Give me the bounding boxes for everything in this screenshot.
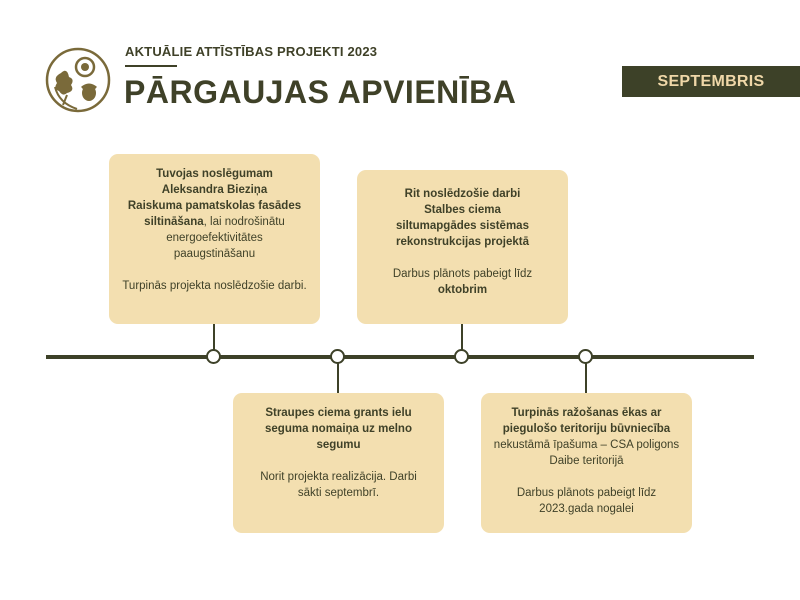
project-card-straupe-roads: Straupes ciema grants ielu seguma nomaiņ… <box>233 393 444 533</box>
card-text: nekustāmā īpašuma – CSA poligons <box>493 439 680 451</box>
card-heading-line: seguma nomaiņa uz melno <box>265 423 412 435</box>
card-status-note: Turpinās projekta noslēdzošie darbi. <box>122 280 307 292</box>
card-status-note: 2023.gada nogalei <box>539 503 634 515</box>
card-heading-line: Raiskuma pamatskolas fasādes <box>127 200 302 212</box>
timeline-node-2 <box>330 349 345 364</box>
page-title: PĀRGAUJAS APVIENĪBA <box>124 74 517 110</box>
timeline-node-3 <box>454 349 469 364</box>
municipality-logo-icon <box>45 47 111 113</box>
card-heading-line: Straupes ciema grants ielu <box>265 407 412 419</box>
card-heading-line: Aleksandra Bieziņa <box>161 184 268 196</box>
card-status-note: sākti septembrī. <box>297 487 380 499</box>
timeline-stem-1 <box>213 322 215 352</box>
card-status-deadline: oktobrim <box>437 284 488 296</box>
card-status-note: Norit projekta realizācija. Darbi <box>260 471 417 483</box>
card-heading-line: siltumapgādes sistēmas <box>396 220 529 232</box>
project-card-raiskums-school: Tuvojas noslēgumam Aleksandra Bieziņa Ra… <box>109 154 320 324</box>
timeline-stem-4 <box>585 362 587 394</box>
page-supertitle: AKTUĀLIE ATTĪSTĪBAS PROJEKTI 2023 <box>125 44 378 59</box>
project-card-stalbe-heating: Rit noslēdzošie darbi Stalbes ciema silt… <box>357 170 568 324</box>
timeline-stem-2 <box>337 362 339 394</box>
card-heading-line: Rit noslēdzošie darbi <box>404 188 521 200</box>
card-heading-line: Stalbes ciema <box>424 204 501 216</box>
card-status-note: Darbus plānots pabeigt līdz <box>392 268 533 280</box>
month-badge: SEPTEMBRIS <box>622 66 800 97</box>
card-status-note: Darbus plānots pabeigt līdz <box>516 487 657 499</box>
card-heading-line: segumu <box>316 439 361 451</box>
card-heading-line: siltināšana <box>144 216 204 228</box>
card-heading-line: rekonstrukcijas projektā <box>396 236 529 248</box>
title-underline <box>125 65 177 67</box>
card-heading-line: piegulošo teritoriju būvniecība <box>502 423 671 435</box>
timeline-axis <box>46 355 754 359</box>
card-text: Daibe teritorijā <box>549 455 624 467</box>
card-text: energoefektivitātes <box>166 232 263 244</box>
timeline-stem-3 <box>461 322 463 352</box>
card-text: paaugstināšanu <box>173 248 256 260</box>
card-heading-line: Turpinās ražošanas ēkas ar <box>511 407 662 419</box>
card-text: , lai nodrošinātu <box>203 216 285 228</box>
card-heading-line: Tuvojas noslēgumam <box>156 168 273 180</box>
project-card-daibe-production: Turpinās ražošanas ēkas ar piegulošo ter… <box>481 393 692 533</box>
timeline-node-4 <box>578 349 593 364</box>
timeline-node-1 <box>206 349 221 364</box>
